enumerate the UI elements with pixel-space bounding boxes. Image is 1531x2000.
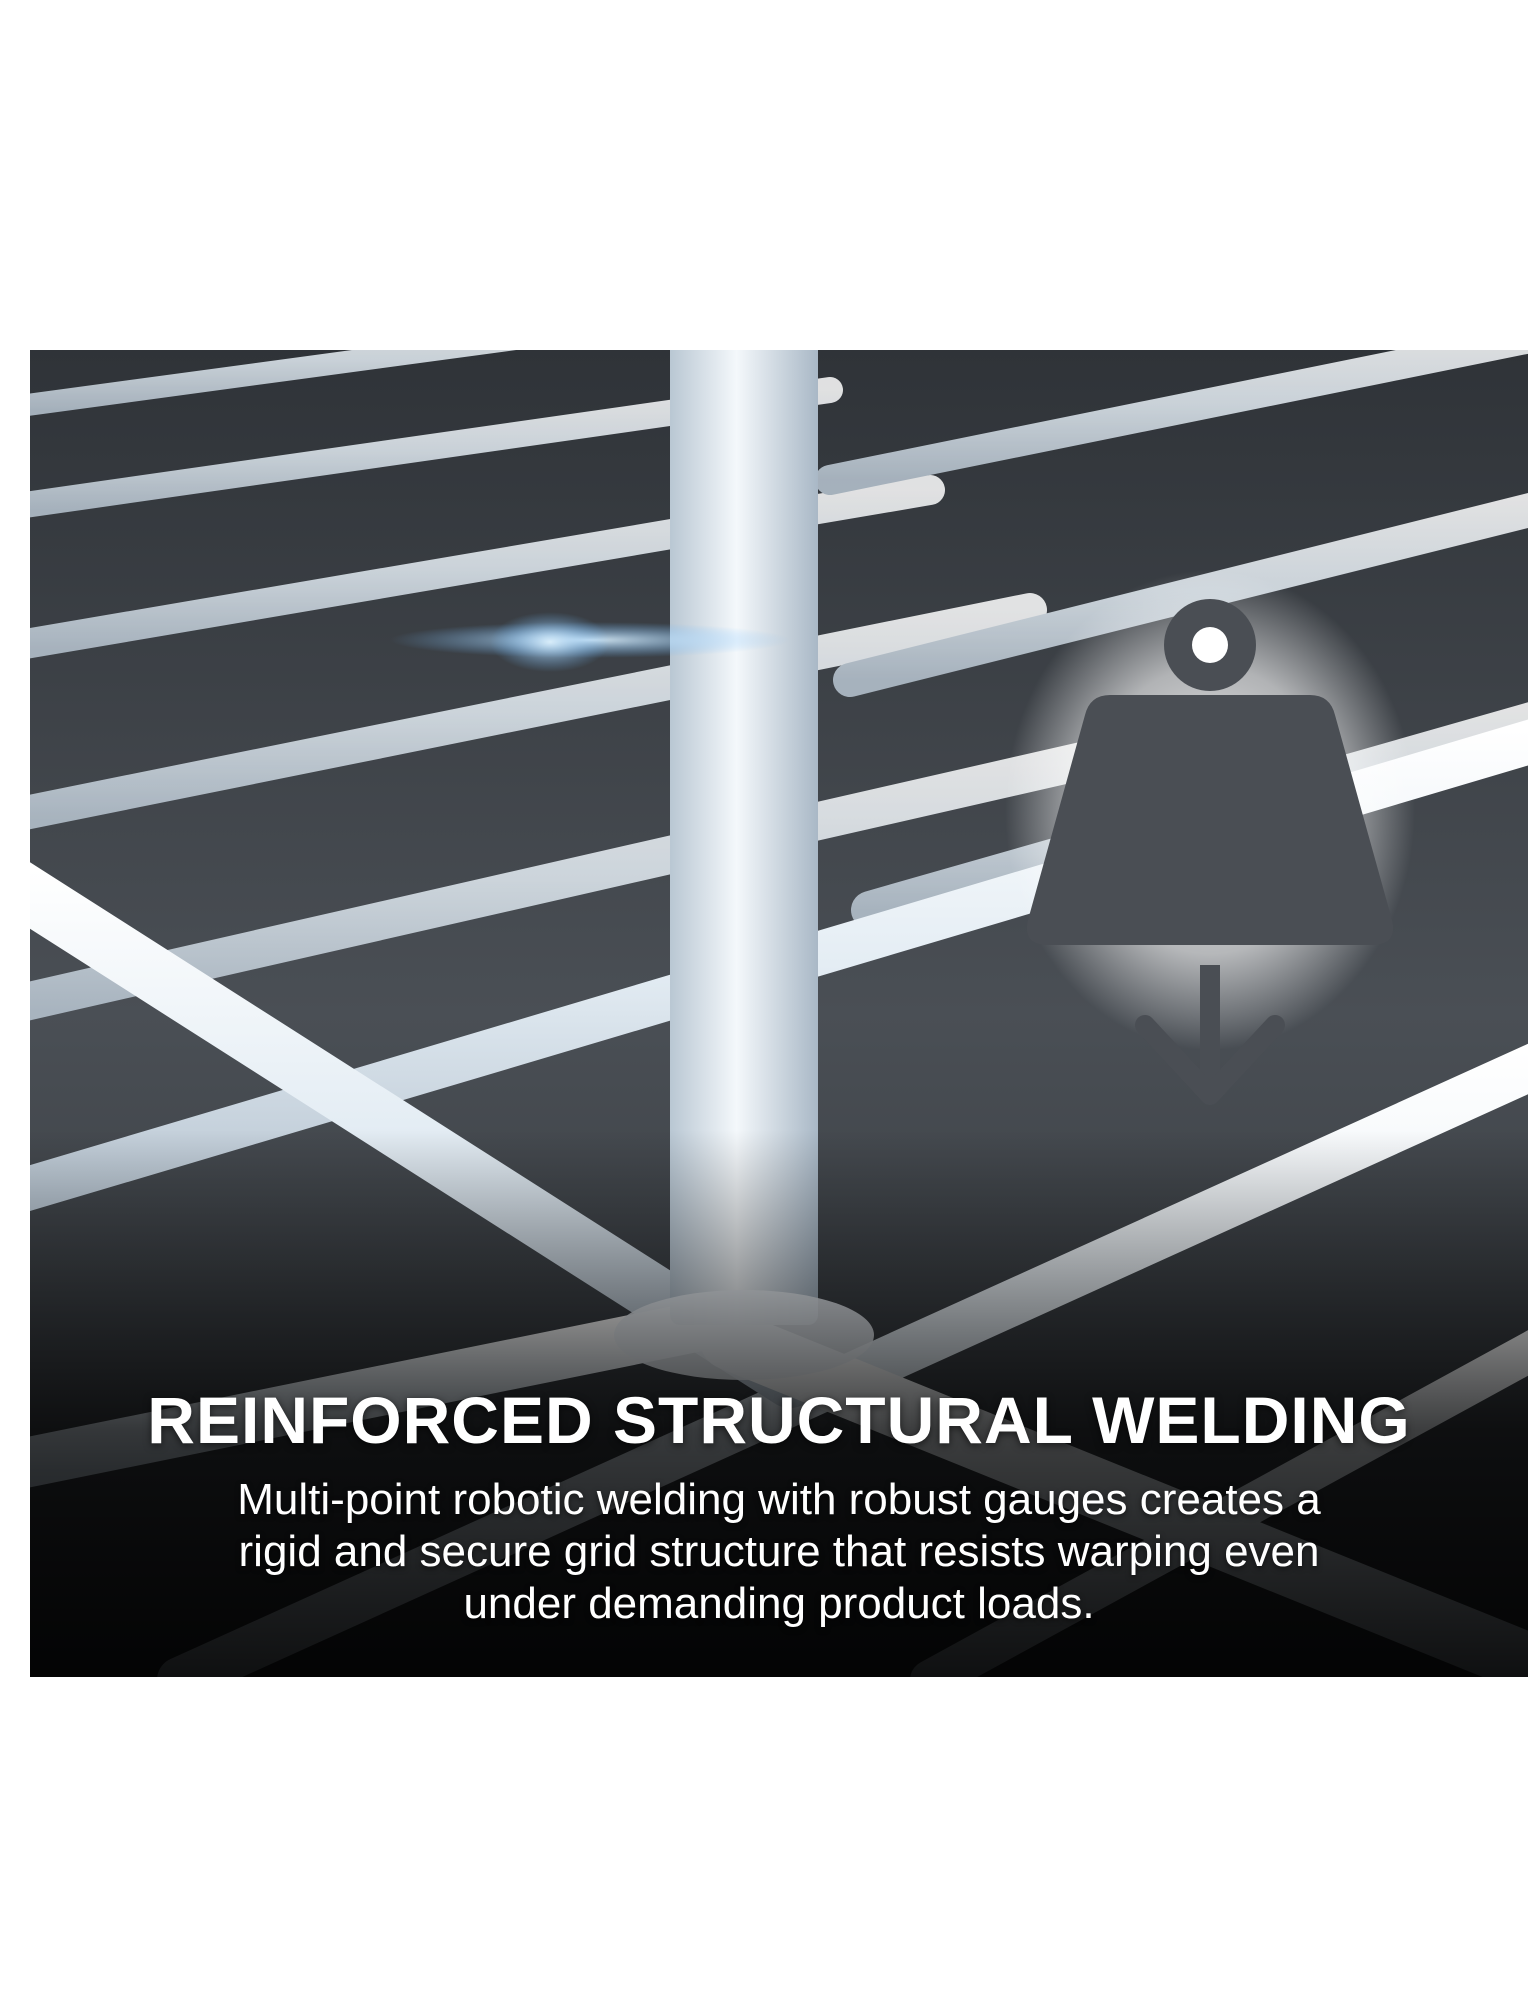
product-feature-image: REINFORCED STRUCTURAL WELDING Multi-poin… <box>30 350 1528 1677</box>
description-line: under demanding product loads. <box>463 1579 1095 1628</box>
feature-caption: REINFORCED STRUCTURAL WELDING Multi-poin… <box>30 1380 1528 1630</box>
wire-grid-illustration <box>30 350 1528 1677</box>
description-line: rigid and secure grid structure that res… <box>238 1527 1320 1576</box>
feature-description: Multi-point robotic welding with robust … <box>79 1474 1479 1630</box>
arrow-down-icon <box>1135 1015 1285 1105</box>
description-line: Multi-point robotic welding with robust … <box>237 1475 1321 1524</box>
weight-icon <box>1005 570 1415 1105</box>
feature-headline: REINFORCED STRUCTURAL WELDING <box>147 1383 1411 1457</box>
